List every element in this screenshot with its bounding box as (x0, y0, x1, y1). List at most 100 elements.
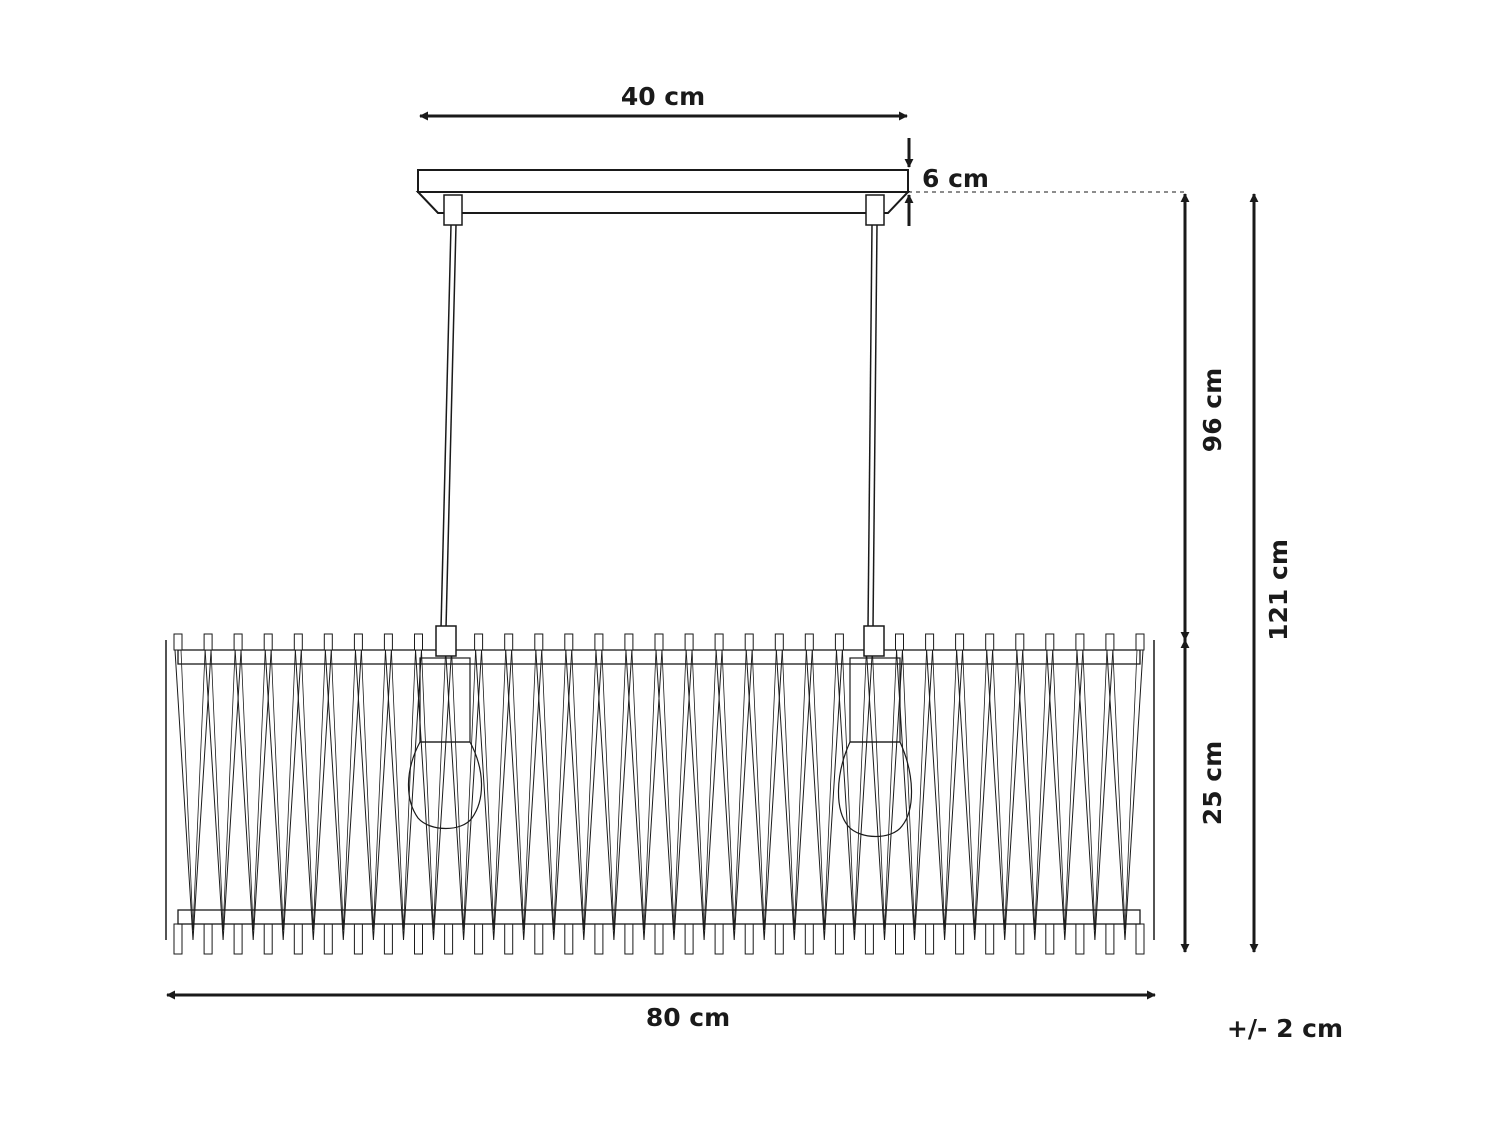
slat-v-inner (781, 649, 807, 931)
tolerance-note: +/- 2 cm (1227, 1014, 1343, 1043)
slat-bottom-tab (444, 923, 454, 955)
slat-v-inner (451, 649, 476, 931)
canopy-height-label: 6 cm (922, 164, 989, 193)
slat-v-inner (361, 649, 386, 931)
dimension-total-height: 121 cm (1249, 193, 1293, 953)
slat-v-inner (631, 649, 657, 931)
slat-top-tab (534, 633, 544, 651)
slat-v-inner (541, 649, 567, 931)
slat-top-tab (624, 633, 634, 651)
slat-bottom-tab (1015, 923, 1025, 955)
slat-bottom-tab (774, 923, 784, 955)
dimension-canopy-height: 6 cm (904, 138, 1185, 226)
slat-v-pattern (745, 649, 783, 941)
slat-top-tab (955, 633, 965, 651)
slat-v-inner (270, 649, 296, 931)
slat-bottom-tab (594, 923, 604, 955)
slat-top-tab (353, 633, 363, 651)
slat-v-pattern (805, 649, 843, 941)
slat-v-inner (811, 649, 837, 931)
shade-height-label: 25 cm (1198, 741, 1227, 825)
slat-bottom-tab (804, 923, 814, 955)
slat-top-tab (1015, 633, 1025, 651)
slat-v-pattern (384, 649, 422, 941)
dimension-shade-height: 25 cm (1180, 639, 1227, 953)
slat-v-pattern (354, 649, 392, 941)
slat-top-tab (233, 633, 243, 651)
dimension-cable-length: 96 cm (1180, 193, 1227, 641)
slat-top-tab (714, 633, 724, 651)
slat-bottom-tab (353, 923, 363, 955)
slat-bottom-tab (504, 923, 514, 955)
slat-v-pattern (415, 649, 453, 941)
slat-v-pattern (835, 649, 873, 941)
slat-v-inner (992, 649, 1018, 931)
slat-top-tab (173, 633, 183, 651)
slat-v-inner (872, 649, 897, 931)
slat-v-inner (1022, 649, 1048, 931)
slat-v-inner (511, 649, 537, 931)
slat-v-pattern (865, 649, 903, 941)
slat-v-pattern (1076, 649, 1114, 941)
total-height-label: 121 cm (1264, 539, 1293, 641)
ceiling-canopy (415, 169, 911, 226)
slat-v-inner (1082, 649, 1108, 931)
slat-top-tab (834, 633, 844, 651)
slat-top-tab (774, 633, 784, 651)
slat-v-pattern (956, 649, 994, 941)
slat-top-tab (323, 633, 333, 651)
slat-v-pattern (505, 649, 543, 941)
slat-top-tab (474, 633, 484, 651)
slat-top-tab (293, 633, 303, 651)
slat-bottom-tab (323, 923, 333, 955)
slat-v-inner (571, 649, 597, 931)
slat-bottom-tab (925, 923, 935, 955)
slat-v-pattern (986, 649, 1024, 941)
slat-bottom-tab (864, 923, 874, 955)
slat-top-tab (744, 633, 754, 651)
slat-v-pattern (174, 649, 212, 941)
slat-top-tab (684, 633, 694, 651)
slat-v-pattern (475, 649, 513, 941)
slat-bottom-tab (684, 923, 694, 955)
slat-v-pattern (926, 649, 964, 941)
slat-v-inner (1052, 649, 1078, 931)
slat-bottom-tab (955, 923, 965, 955)
slat-v-pattern (324, 649, 362, 941)
slat-top-tab (1135, 633, 1145, 651)
slat-bottom-tab (834, 923, 844, 955)
slat-bottom-tab (414, 923, 423, 955)
slat-v-pattern (445, 649, 483, 941)
slat-v-pattern (234, 649, 272, 941)
slat-v-inner (721, 649, 747, 931)
slat-bottom-tab (474, 923, 484, 955)
slat-top-tab (414, 633, 423, 651)
slat-bottom-tab (263, 923, 273, 955)
slat-v-inner (421, 649, 446, 931)
lamp-shade (165, 633, 1155, 955)
slat-top-tab (263, 633, 273, 651)
wooden-slats (173, 633, 1145, 955)
slat-bottom-tab (624, 923, 634, 955)
slat-top-tab (594, 633, 604, 651)
slat-v-inner (932, 649, 957, 931)
slat-top-tab (985, 633, 995, 651)
slat-top-tab (383, 633, 393, 651)
canopy-width-label: 40 cm (621, 82, 705, 111)
slat-top-tab (1045, 633, 1055, 651)
slat-top-tab (1105, 633, 1115, 651)
slat-v-inner (330, 649, 356, 931)
slat-bottom-tab (383, 923, 393, 955)
slat-bottom-tab (293, 923, 303, 955)
slat-bottom-tab (895, 923, 904, 955)
slat-bottom-tab (534, 923, 544, 955)
slat-top-tab (203, 633, 213, 651)
slat-top-tab (504, 633, 514, 651)
slat-v-pattern (775, 649, 813, 941)
slat-bottom-tab (1045, 923, 1055, 955)
slat-v-inner (691, 649, 717, 931)
slat-v-inner (842, 649, 867, 931)
slat-v-inner (962, 649, 988, 931)
slat-bottom-tab (1105, 923, 1115, 955)
slat-v-pattern (204, 649, 242, 941)
